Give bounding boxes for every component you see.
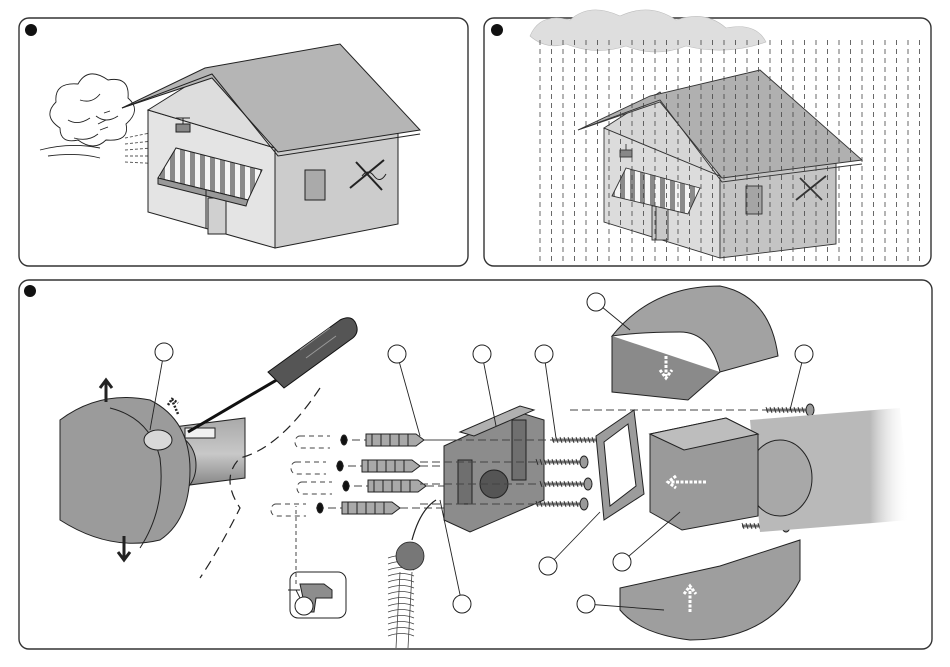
panel-assembly — [19, 280, 932, 649]
panel-wind — [19, 18, 468, 266]
panel-rain — [484, 10, 931, 266]
house-wind-door — [208, 198, 226, 234]
panel-assembly-marker — [24, 285, 36, 297]
panel-wind-marker — [25, 24, 37, 36]
panel-rain-marker — [491, 24, 503, 36]
sensor-body — [650, 408, 910, 532]
house-wind-window — [305, 170, 325, 200]
sensor-housing-left — [60, 398, 190, 544]
